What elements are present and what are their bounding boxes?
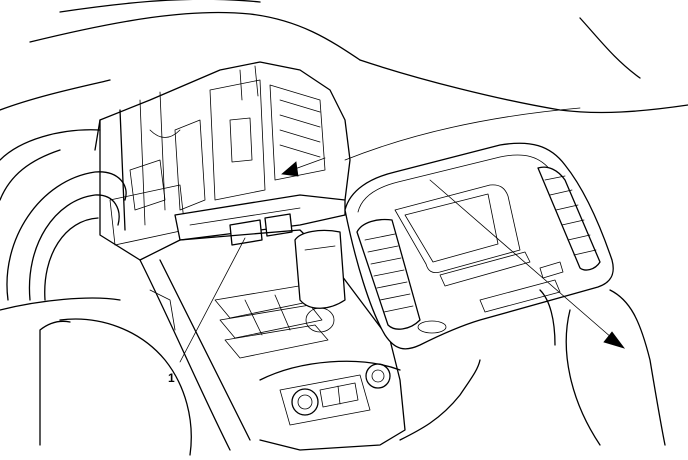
removal-arrow-upper <box>281 157 326 177</box>
display-bezel-panel <box>344 142 614 350</box>
left-lower-trim <box>0 289 192 456</box>
dashboard-upper-outline <box>0 0 688 161</box>
callout-1: 1 <box>168 237 246 385</box>
right-trim-lines <box>399 289 666 446</box>
mounting-bracket <box>174 194 346 246</box>
callout-1-label: 1 <box>168 371 175 385</box>
wiring-harness <box>294 229 346 309</box>
removal-arrow-lower <box>429 179 626 349</box>
instrument-cluster-bezel <box>0 129 127 301</box>
